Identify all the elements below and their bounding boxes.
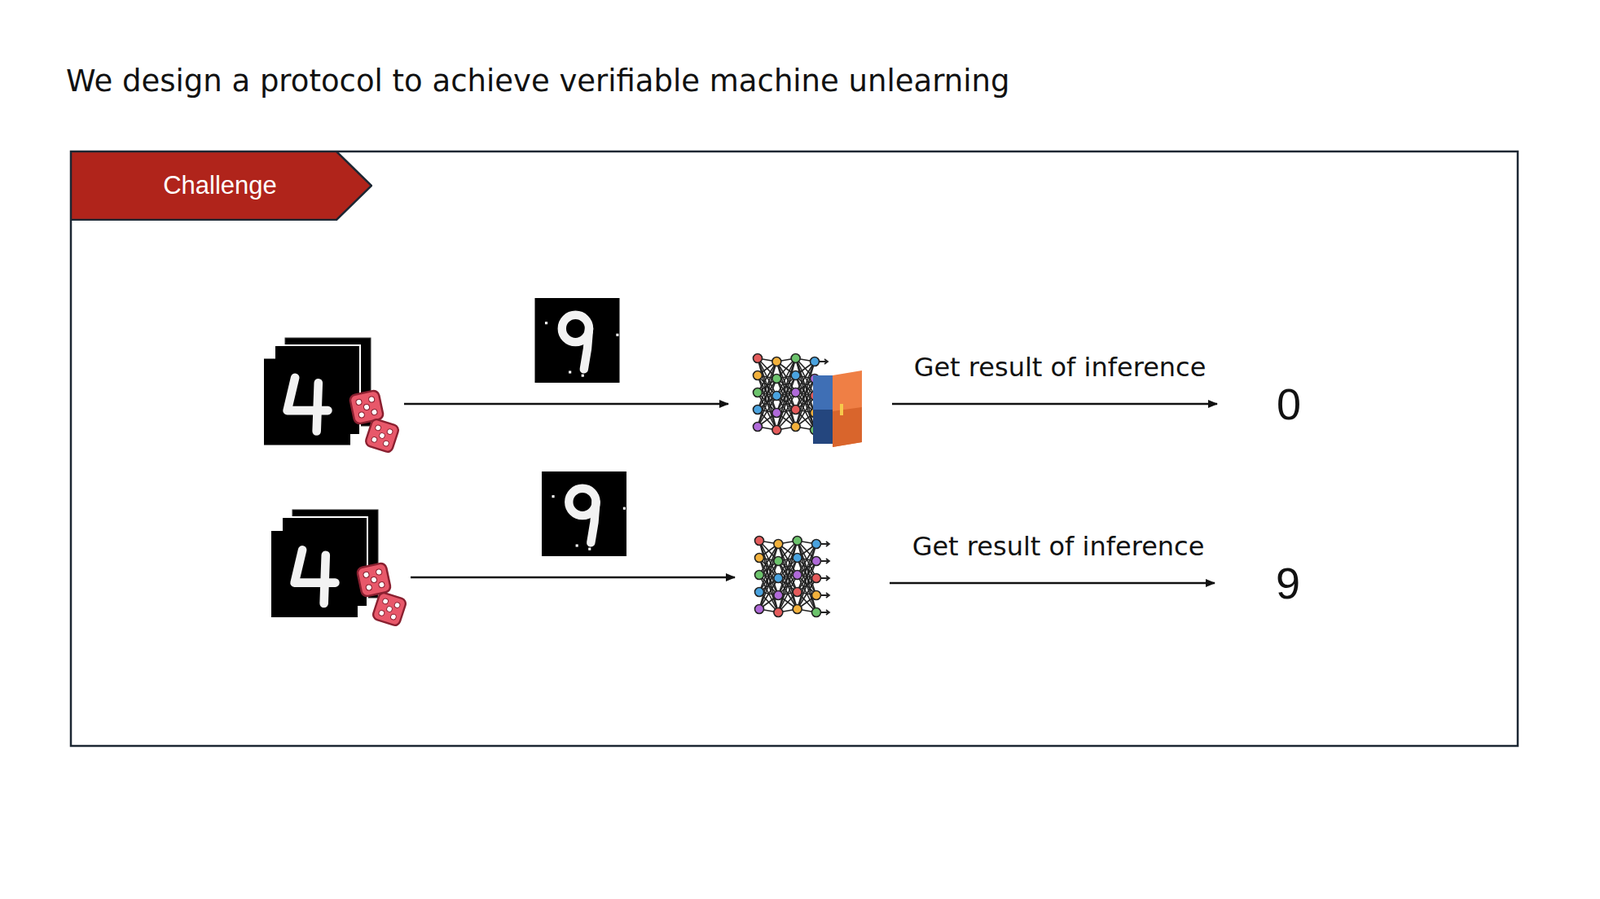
output-arrow [892, 403, 1218, 406]
slide-title: We design a protocol to achieve verifiab… [65, 64, 1010, 100]
door-icon [813, 370, 862, 448]
challenge-tab: Challenge [70, 150, 373, 221]
neural-net-icon [755, 536, 831, 618]
query-digit [541, 471, 627, 557]
inference-result: 9 [1275, 558, 1301, 609]
digit-stack [263, 338, 400, 454]
input-arrow [410, 576, 735, 580]
tab-label: Challenge [162, 171, 277, 201]
digit-stack [271, 509, 408, 628]
challenge-frame [70, 151, 1518, 747]
inference-result: 0 [1276, 378, 1302, 430]
arrow-label: Get result of inference [914, 352, 1207, 383]
arrow-label: Get result of inference [912, 531, 1205, 563]
output-arrow [889, 582, 1215, 585]
query-digit [535, 298, 620, 383]
input-arrow [404, 403, 729, 406]
